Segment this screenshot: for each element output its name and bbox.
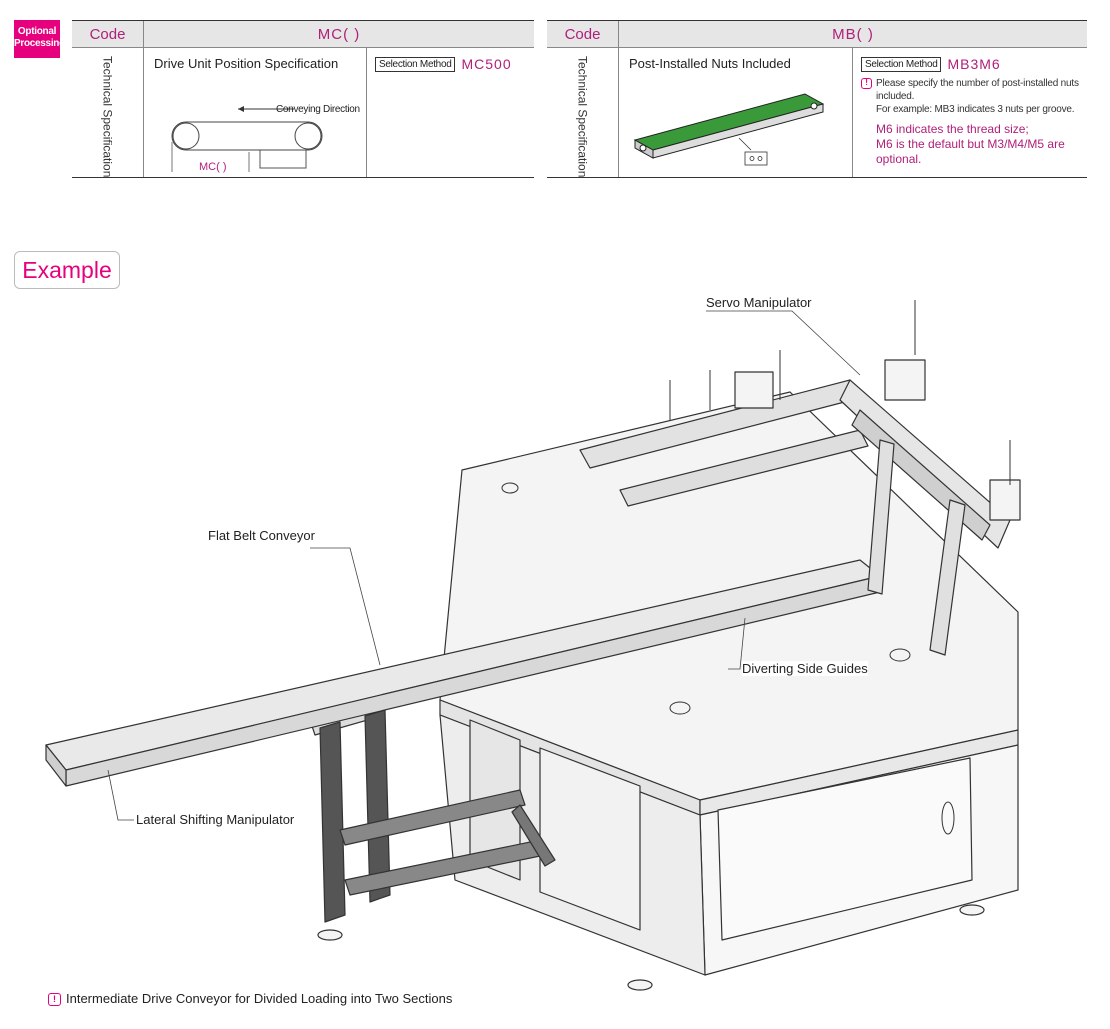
mb-note-line1-row: ! Please specify the number of post-inst… [861,77,1087,103]
mc-vertical-cell: Technical Specification [72,48,144,177]
mb-table-header: Code MB( ) [547,21,1087,48]
belt-conveyor-nuts-diagram [633,93,825,166]
mc-table-body: Technical Specification Drive Unit Posit… [72,48,534,177]
mb-code-value: MB( ) [832,25,874,43]
mb-note-line2: For example: MB3 indicates 3 nuts per gr… [876,104,1075,115]
mb-selection-method-value: MB3M6 [947,56,1001,72]
mb-table-body: Technical Specification Post-Installed N… [547,48,1087,177]
mb-technical-spec-label: Technical Specification [575,56,590,178]
footer-note-text: Intermediate Drive Conveyor for Divided … [66,991,453,1006]
mb-title: Post-Installed Nuts Included [629,56,791,71]
mc-code-label: Code [72,21,144,47]
conveying-direction-label: Conveying Direction [276,104,360,115]
mc-dimension-label: MC( ) [199,161,227,173]
mc-technical-spec-label: Technical Specification [100,56,115,178]
mb-code-label: Code [547,21,619,47]
mc-code-value: MC( ) [317,25,361,43]
example-tab: Example [14,251,120,289]
callout-diverting-side-guides: Diverting Side Guides [742,661,868,676]
mc-description-cell: Drive Unit Position Specification Convey… [144,48,367,177]
mc-table-header: Code MC( ) [72,21,534,48]
callout-servo-manipulator: Servo Manipulator [706,295,812,310]
mc-spec-table: Code MC( ) Technical Specification Drive… [72,20,534,178]
badge-line1: Optional [17,26,57,37]
mb-vertical-cell: Technical Specification [547,48,619,177]
callout-lateral-shifting-manipulator: Lateral Shifting Manipulator [136,812,295,827]
mc-title: Drive Unit Position Specification [154,56,339,71]
mc-selection-method-value: MC500 [461,56,512,72]
optional-processing-badge: Optional Processing [14,20,65,58]
callout-flat-belt-conveyor: Flat Belt Conveyor [208,528,315,543]
drive-position-diagram [171,106,323,172]
mb-note-line1: Please specify the number of post-instal… [876,78,1079,102]
mb-description-cell: Post-Installed Nuts Included [619,48,853,177]
mb-thread-note-line1: M6 indicates the thread size; [876,122,1029,136]
mc-method-row: Selection Method MC500 [375,56,534,72]
mb-thread-note-line2: M6 is the default but M3/M4/M5 are optio… [876,137,1065,166]
mb-spec-table: Code MB( ) Technical Specification Post-… [547,20,1087,178]
mb-thread-note: M6 indicates the thread size; M6 is the … [861,122,1087,167]
mc-selection-method-label: Selection Method [375,56,456,72]
warning-icon: ! [861,78,872,89]
mb-note: ! Please specify the number of post-inst… [861,77,1087,116]
footer-note: ! Intermediate Drive Conveyor for Divide… [48,991,452,1006]
warning-icon: ! [48,992,61,1006]
mc-method-cell: Selection Method MC500 [367,48,534,177]
mb-method-row: Selection Method MB3M6 [861,56,1087,72]
badge-line2: Processing [14,38,65,49]
mb-selection-method-label: Selection Method [861,56,942,72]
mb-method-cell: Selection Method MB3M6 ! Please specify … [853,48,1087,177]
